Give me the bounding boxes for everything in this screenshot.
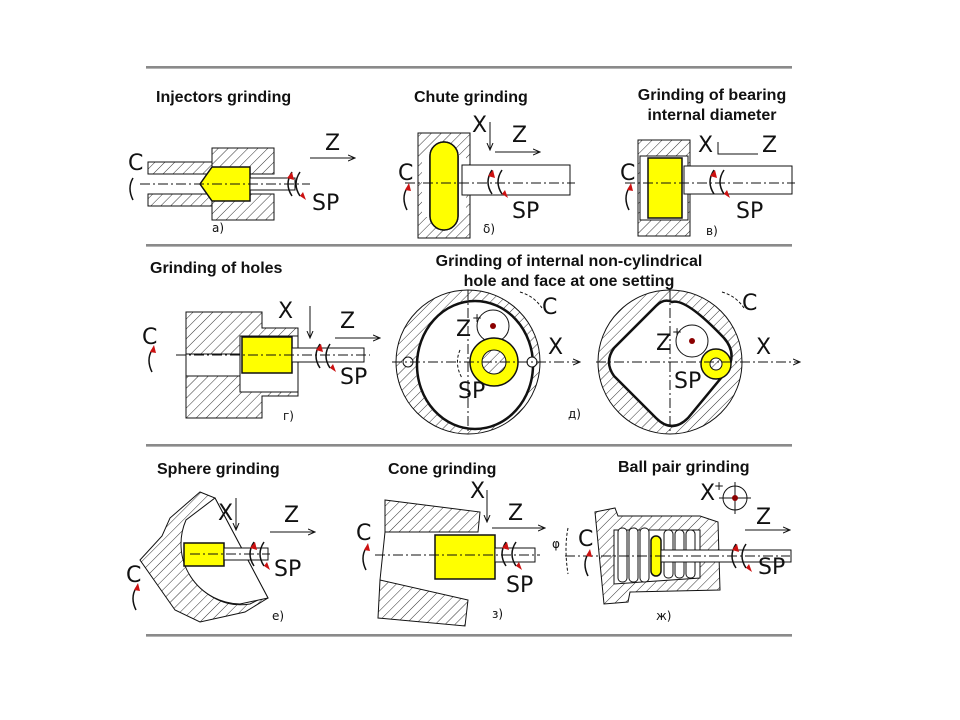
axis-label-c: C [542, 295, 557, 320]
axis-label-c: C [620, 161, 635, 186]
panel-chute-grinding: X Z C SP δ) [398, 113, 575, 239]
sublabel: ж) [656, 609, 672, 623]
axis-label-c: C [142, 325, 157, 350]
axis-label-c: C [126, 563, 141, 588]
sublabel: δ) [483, 222, 495, 236]
separator-bottom [146, 634, 792, 637]
sublabel: в) [706, 224, 718, 238]
grinding-tool [647, 157, 683, 219]
axis-label-z: Z [512, 123, 527, 148]
separator-top [146, 66, 792, 69]
separator-row2 [146, 444, 792, 447]
axis-label-sp: SP [758, 555, 785, 580]
workpiece-wall [147, 161, 213, 175]
plus-sign: + [714, 479, 724, 493]
axis-label-z: Z [340, 309, 355, 334]
axis-label-x: X [470, 479, 485, 504]
title-grinding-of-holes: Grinding of holes [150, 260, 283, 277]
spindle-shaft [461, 164, 571, 196]
axis-label-x: X [698, 133, 713, 158]
separator-row1 [146, 244, 792, 247]
axis-label-sp: SP [736, 199, 763, 224]
axis-label-x: X [218, 501, 233, 526]
title-non-cylindrical-hole: Grinding of internal non-cylindrical hol… [404, 252, 734, 292]
axis-label-x: X [700, 481, 715, 506]
axis-label-sp: SP [312, 191, 339, 216]
title-bearing-internal-diameter: Grinding of bearing internal diameter [612, 86, 812, 126]
plus-sign: + [472, 311, 482, 325]
grinding-tool [434, 534, 496, 580]
title-line: hole and face at one setting [463, 273, 675, 290]
sublabel: з) [492, 607, 503, 621]
axis-label-z: Z [456, 317, 471, 342]
axis-label-z: Z [656, 331, 671, 356]
axis-label-z: Z [284, 503, 299, 528]
panel-bearing-internal-diameter: X Z C SP в) [620, 133, 795, 238]
panel-cone-grinding: X Z C SP з) [356, 479, 545, 627]
title-line: Grinding of bearing [637, 87, 787, 104]
axis-label-c: C [128, 151, 143, 176]
panel-ball-pair-grinding: X + Z C φ SP ж) [552, 479, 792, 623]
workpiece-wall [147, 193, 213, 207]
title-chute-grinding: Chute grinding [414, 89, 528, 106]
title-cone-grinding: Cone grinding [388, 461, 497, 478]
axis-label-z: Z [508, 501, 523, 526]
panel-non-cylindrical-hole: Z + X C SP д) Z + X C SP [392, 289, 800, 435]
panel-grinding-of-holes: X Z C SP г) [142, 299, 380, 423]
axis-label-c: C [356, 521, 371, 546]
title-sphere-grinding: Sphere grinding [157, 461, 280, 478]
title-line: internal diameter [647, 107, 777, 124]
axis-label-sp: SP [506, 573, 533, 598]
axis-label-x: X [756, 335, 771, 360]
axis-label-x: X [472, 113, 487, 138]
axis-label-sp: SP [512, 199, 539, 224]
red-arrowhead [287, 172, 306, 200]
title-injectors-grinding: Injectors grinding [156, 89, 292, 106]
sublabel: e) [272, 609, 284, 623]
axis-label-c: C [742, 291, 757, 316]
axis-label-c: C [398, 161, 413, 186]
axis-label-sp: SP [274, 557, 301, 582]
sublabel: a) [212, 221, 224, 235]
axis-label-sp: SP [674, 369, 701, 394]
plus-sign: + [672, 325, 682, 339]
axis-label-sp: SP [340, 365, 367, 390]
angle-phi: φ [552, 537, 560, 551]
axis-label-z: Z [756, 505, 771, 530]
axis-label-c: C [578, 527, 593, 552]
axis-label-z: Z [762, 133, 777, 158]
axis-label-x: X [278, 299, 293, 324]
rotation-arrow-c [129, 177, 134, 201]
panel-sphere-grinding: X Z C SP e) [126, 491, 315, 623]
sublabel: г) [283, 409, 294, 423]
spindle-shaft [683, 165, 793, 195]
sublabel: д) [568, 407, 581, 421]
panel-injectors-grinding: Z C SP a) [128, 131, 355, 235]
axis-label-z: Z [325, 131, 340, 156]
axis-label-x: X [548, 335, 563, 360]
title-line: Grinding of internal non-cylindrical [435, 253, 703, 270]
title-ball-pair-grinding: Ball pair grinding [618, 459, 750, 476]
axis-label-sp: SP [458, 379, 485, 404]
